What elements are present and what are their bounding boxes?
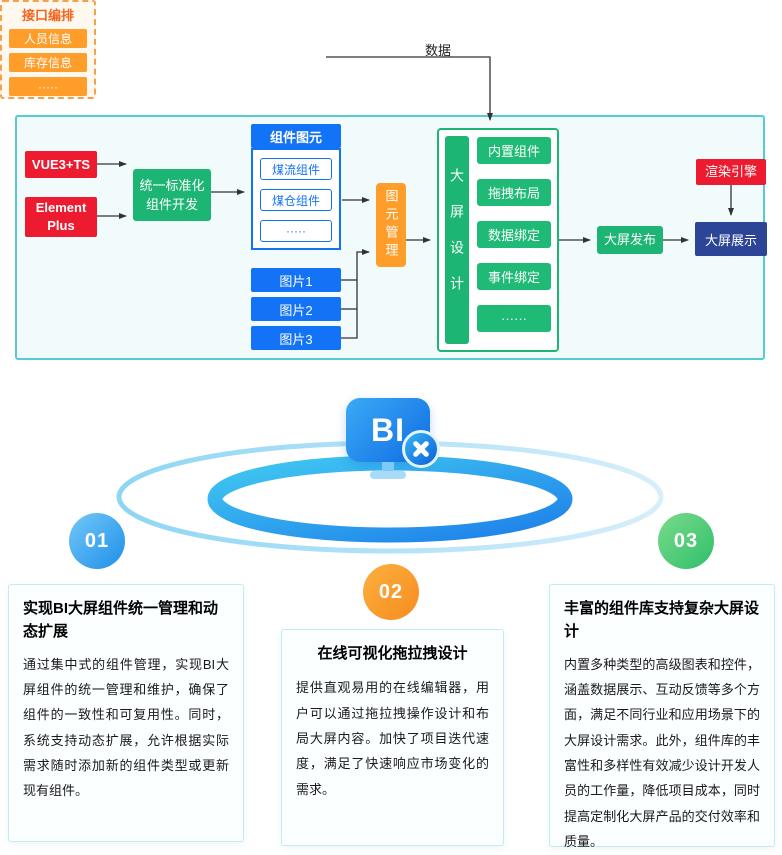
feature-1-title: 实现BI大屏组件统一管理和动态扩展 [23,600,219,641]
primitive-coal-flow: 煤流组件 [260,158,332,180]
primitive-management-label: 图元管理 [383,189,399,261]
image-box-3: 图片3 [251,326,341,350]
feature-number-3: 03 [658,513,714,569]
primitives-body: 煤流组件 煤仓组件 ····· [251,148,341,250]
interface-item-more: ····· [9,77,87,96]
design-item-builtin: 内置组件 [477,137,551,164]
primitive-management-box: 图元管理 [376,183,406,267]
feature-card-1: 实现BI大屏组件统一管理和动态扩展 通过集中式的组件管理，实现BI大屏组件的统一… [8,584,244,842]
feature-3-body: 内置多种类型的高级图表和控件，涵盖数据展示、互动反馈等多个方面，满足不同行业和应… [564,656,760,849]
monitor-stand-neck [382,462,394,471]
dev-box-line2: 组件开发 [145,197,198,212]
render-engine-box: 渲染引擎 [696,159,766,185]
interface-group-title: 接口编排 [21,8,74,23]
feature-3-title: 丰富的组件库支持复杂大屏设计 [564,600,760,641]
feature-number-1-label: 01 [84,529,110,552]
feature-number-3-label: 03 [673,529,699,552]
screen-design-bar: 大屏设计 [445,136,469,344]
interface-item-inventory: 库存信息 [9,53,87,72]
design-item-more: ······ [477,305,551,332]
interface-orchestration-group: 接口编排 人员信息 库存信息 ····· [0,0,96,99]
interface-item-personnel: 人员信息 [9,29,87,48]
data-arrow-label: 数据 [425,43,452,58]
feature-number-2-label: 02 [378,580,404,603]
bi-logo: BI [346,398,440,494]
image-box-2: 图片2 [251,297,341,321]
publish-box: 大屏发布 [597,226,663,254]
feature-number-1: 01 [69,513,125,569]
tech-box-element-plus: Element Plus [25,197,97,237]
primitives-header: 组件图元 [251,124,341,148]
primitive-more: ····· [260,220,332,242]
design-item-drag: 拖拽布局 [477,179,551,206]
feature-2-title: 在线可视化拖拉拽设计 [317,645,468,662]
arrow-data-to-design [326,56,493,121]
design-item-eventbind: 事件绑定 [477,263,551,290]
tools-badge-icon [402,430,440,468]
dev-box-line1: 统一标准化 [139,177,205,193]
monitor-stand-base [370,471,406,479]
screen-design-label: 大屏设计 [449,168,465,312]
feature-card-3: 丰富的组件库支持复杂大屏设计 内置多种类型的高级图表和控件，涵盖数据展示、互动反… [549,584,775,849]
feature-1-body: 通过集中式的组件管理，实现BI大屏组件的统一管理和维护，确保了组件的一致性和可复… [23,656,229,799]
feature-number-2: 02 [363,564,419,620]
design-item-databind: 数据绑定 [477,221,551,248]
feature-card-2: 在线可视化拖拉拽设计 提供直观易用的在线编辑器，用户可以通过拖拉拽操作设计和布局… [281,629,504,846]
display-box: 大屏展示 [695,222,767,256]
image-box-1: 图片1 [251,268,341,292]
feature-2-body: 提供直观易用的在线编辑器，用户可以通过拖拉拽操作设计和布局大屏内容。加快了项目迭… [296,680,489,797]
standardized-dev-box: 统一标准化 组件开发 [133,169,211,221]
bi-logo-text: BI [371,411,405,448]
primitive-coal-bunker: 煤仓组件 [260,189,332,211]
tech-box-vue3ts: VUE3+TS [25,151,97,178]
